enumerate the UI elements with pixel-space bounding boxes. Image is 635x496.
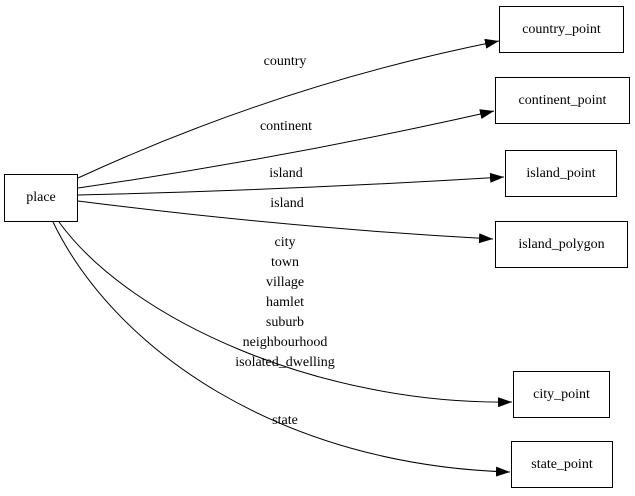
node-country_point: country_point [499, 6, 624, 53]
node-country_point-label: country_point [522, 21, 601, 37]
edge-label-island-polygon: island [270, 196, 304, 211]
edge-label-continent: continent [259, 119, 313, 134]
edge-label-city-types: city town village hamlet suburb neighbou… [235, 235, 335, 370]
node-city_point: city_point [513, 371, 610, 418]
edge-place-island_polygon [77, 200, 494, 244]
node-city_point-label: city_point [533, 386, 590, 402]
node-state_point: state_point [511, 441, 613, 488]
edge-label-state: state [272, 413, 298, 428]
edge-place-state_point [52, 221, 511, 477]
edge-label-country: country [263, 54, 307, 69]
edge-label-island-point: island [269, 166, 303, 181]
node-state_point-label: state_point [531, 456, 593, 472]
node-island_polygon-label: island_polygon [518, 236, 605, 252]
node-island_point: island_point [505, 150, 617, 197]
node-island_point-label: island_point [526, 165, 596, 181]
edge-place-island_point [77, 172, 505, 196]
node-continent_point: continent_point [495, 77, 630, 124]
node-place: place [4, 174, 78, 222]
edge-place-country_point [77, 38, 500, 179]
node-place-label: place [26, 190, 56, 205]
node-continent_point-label: continent_point [518, 92, 607, 108]
node-island_polygon: island_polygon [495, 221, 628, 268]
edge-place-continent_point [77, 109, 495, 189]
edge-place-city_point [58, 221, 513, 408]
